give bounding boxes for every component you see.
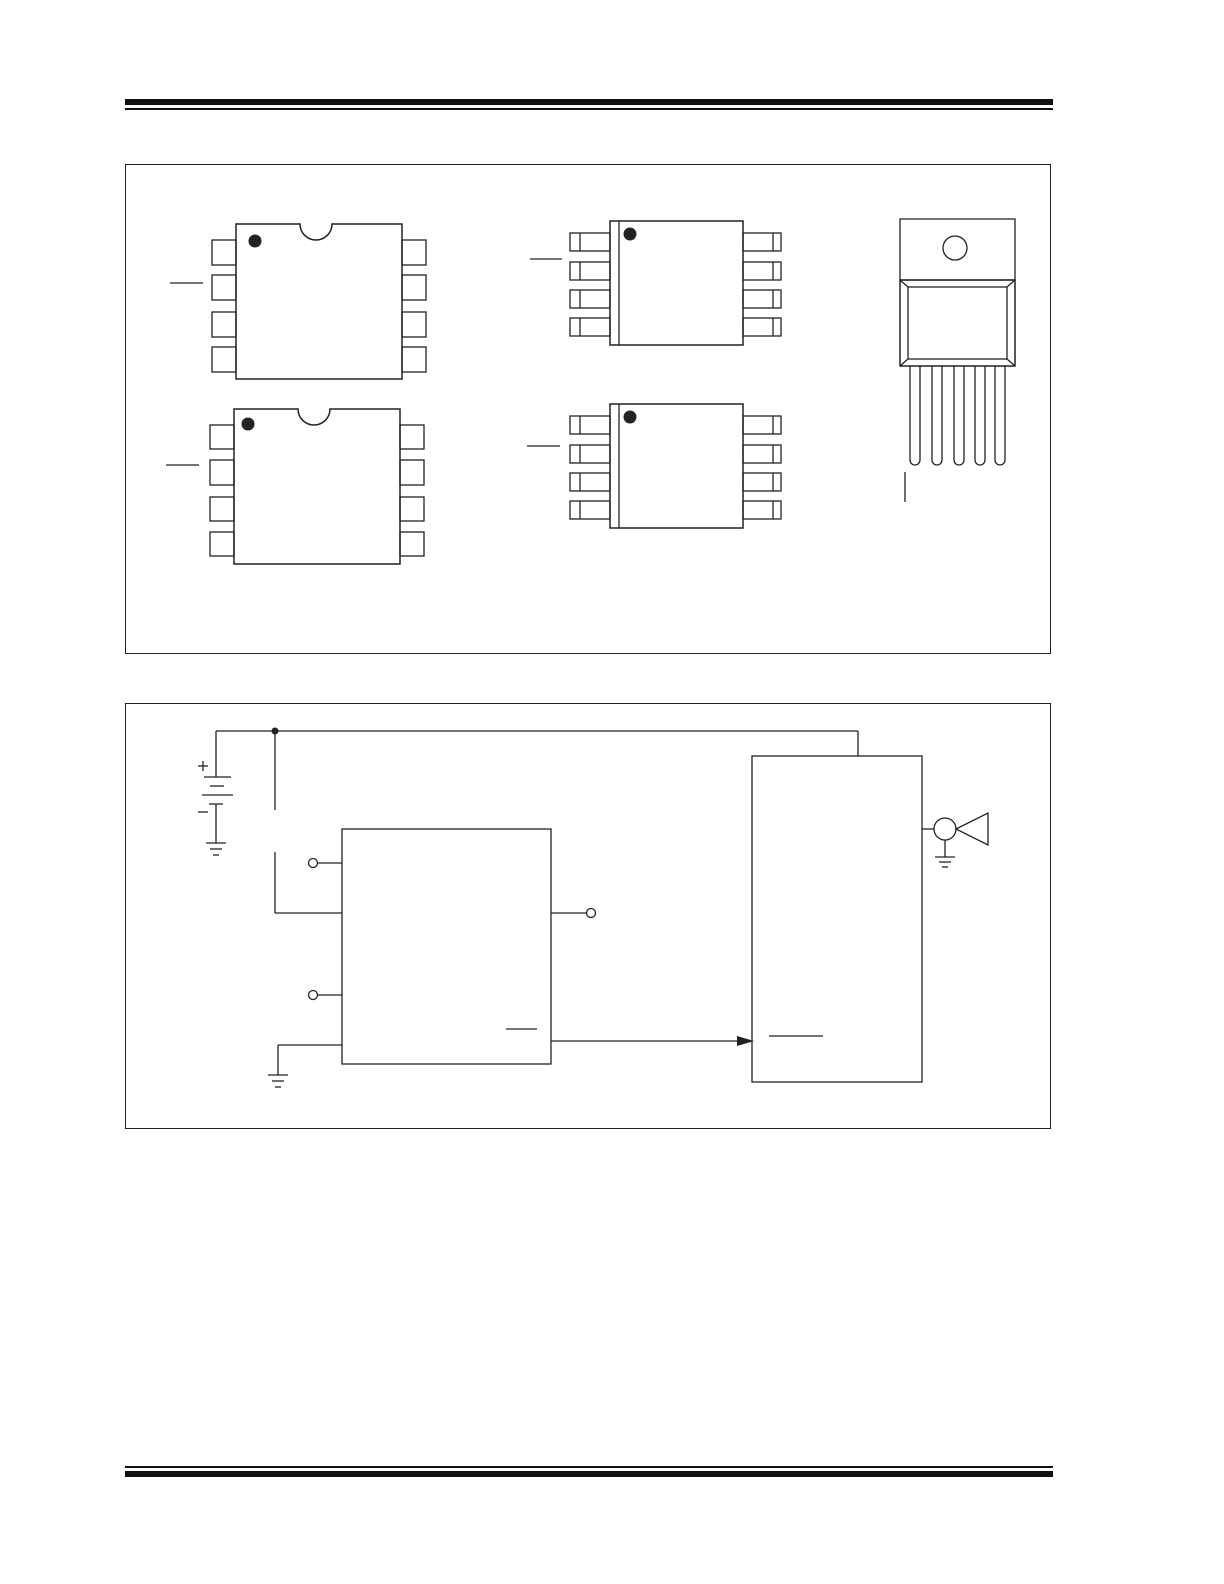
- buzzer-icon: [933, 817, 957, 841]
- application-circuit-panel: [125, 703, 1051, 1129]
- pin1-dot-icon: [623, 227, 637, 241]
- terminal-icon: [307, 989, 319, 1001]
- terminal-icon: [307, 857, 319, 869]
- pin1-dot-icon: [248, 234, 262, 248]
- arrow-icon: [737, 1036, 754, 1046]
- dip8-package-bottom: [166, 408, 425, 565]
- mounting-hole-icon: [942, 235, 968, 261]
- footer-rule-thin: [125, 1466, 1053, 1468]
- application-circuit: [198, 727, 989, 1088]
- package-types-panel: [125, 164, 1051, 654]
- pin1-dot-icon: [241, 417, 255, 431]
- microcontroller: [751, 755, 923, 1083]
- header-rule-thick: [125, 99, 1053, 105]
- pin1-dot-icon: [623, 410, 637, 424]
- ground-icon: [935, 856, 955, 868]
- regulator-ic: [341, 828, 552, 1065]
- ground-icon: [206, 842, 226, 856]
- battery-icon: [198, 731, 233, 843]
- terminal-icon: [585, 907, 597, 919]
- msop8-package-top: [530, 220, 782, 346]
- ground-icon: [268, 1074, 288, 1088]
- header-rule-thin: [125, 108, 1053, 110]
- dip8-package-top: [170, 223, 427, 380]
- footer-rule-thick: [125, 1471, 1053, 1477]
- to220-package: [899, 218, 1016, 502]
- msop8-package-bottom: [527, 403, 782, 529]
